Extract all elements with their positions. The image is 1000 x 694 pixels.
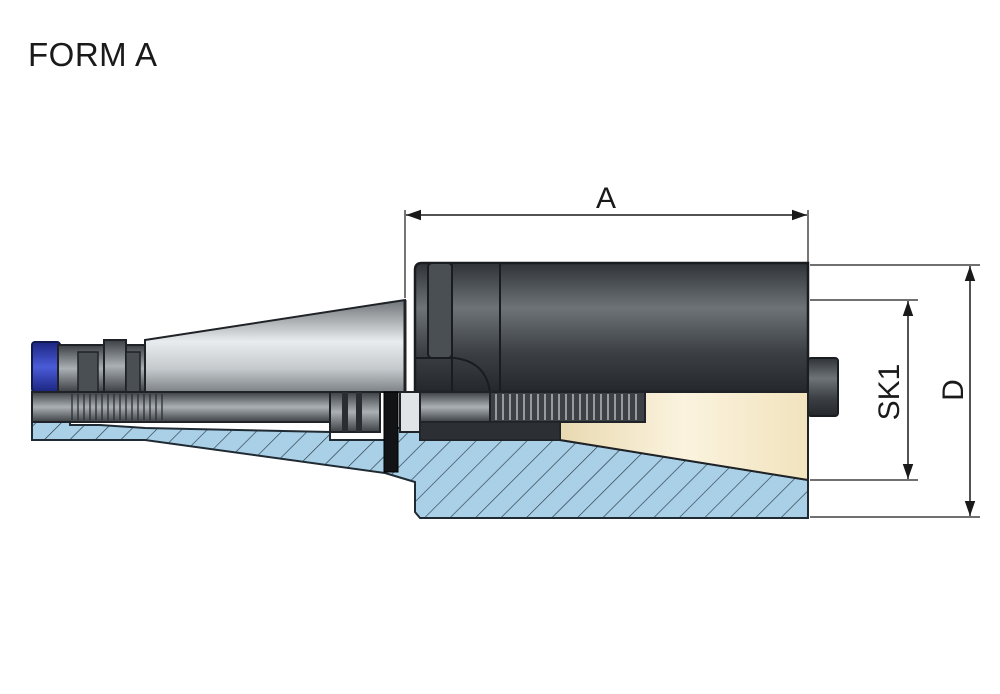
dimension-sk1-label: SK1 [873, 364, 906, 421]
draw-bar [31, 391, 333, 423]
dimension-d-label: D [937, 379, 970, 401]
thread-left [71, 394, 163, 420]
dimension-a-label: A [596, 182, 616, 215]
holder-body [413, 261, 810, 394]
thread-right [489, 391, 646, 423]
set-screw [383, 391, 399, 473]
page-title: FORM A [28, 36, 158, 73]
side-nut [807, 357, 839, 417]
taper-cone [144, 298, 406, 393]
blue-ring [31, 341, 61, 393]
sleeve [329, 391, 381, 433]
